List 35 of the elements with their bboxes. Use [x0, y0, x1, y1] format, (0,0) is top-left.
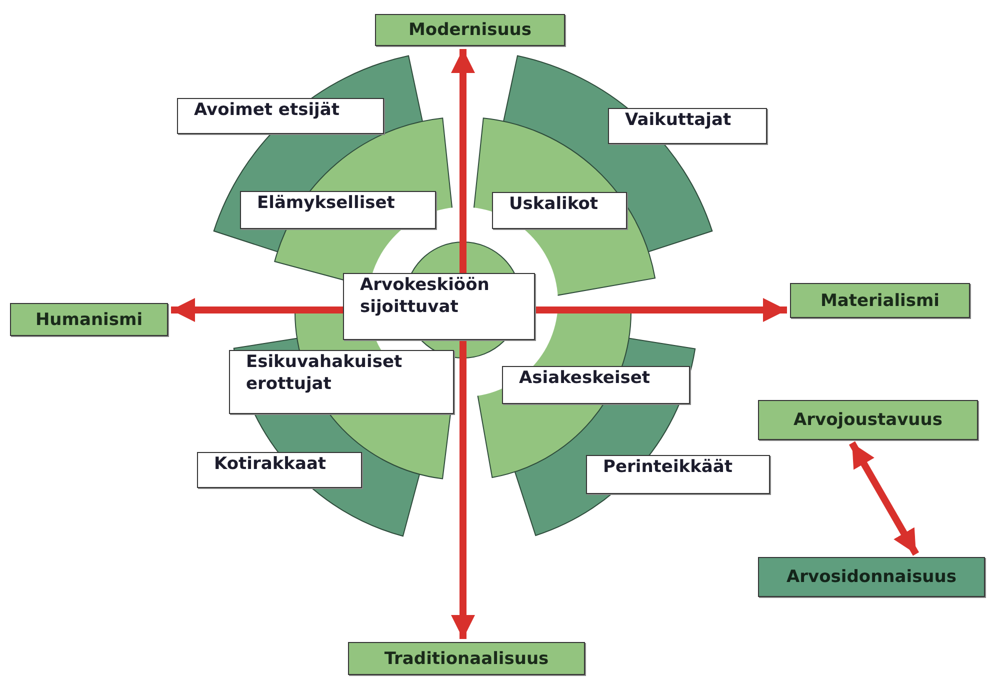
segment-label-box — [343, 273, 535, 340]
arrow — [535, 298, 787, 322]
arrow — [848, 441, 920, 556]
axis-label-box — [375, 14, 565, 46]
label-text: Humanismi — [35, 308, 143, 330]
label-text: Asiakeskeiset — [519, 367, 650, 389]
label-text: Vaikuttajat — [625, 109, 732, 131]
axis-label-box — [10, 303, 168, 336]
axis-label-box — [790, 283, 970, 318]
segment-label-box — [240, 191, 436, 229]
label-text: Arvosidonnaisuus — [786, 566, 957, 588]
segment-label-box — [502, 366, 690, 404]
label-text: Materialismi — [820, 290, 940, 312]
label-text: Traditionaalisuus — [384, 648, 549, 670]
label-text: Elämykselliset — [257, 192, 395, 214]
segment-label-box — [197, 452, 362, 488]
label-text: Perinteikkäät — [603, 456, 732, 478]
segment-label-box — [492, 192, 627, 229]
arrow — [171, 298, 343, 322]
arrow — [451, 340, 475, 639]
segment-label-box — [229, 350, 454, 414]
axis-label-box — [758, 400, 978, 440]
label-text: Kotirakkaat — [214, 453, 326, 475]
label-text: Esikuvahakuiset erottujat — [246, 351, 404, 395]
label-text: Arvojoustavuus — [793, 409, 943, 431]
label-text: Arvokeskiöön sijoittuvat — [360, 274, 490, 318]
axis-label-box — [348, 642, 585, 675]
segment-label-box — [608, 108, 767, 144]
segment-label-box — [586, 455, 770, 494]
arrow — [451, 49, 475, 273]
segment-label-box — [177, 98, 384, 134]
label-text: Avoimet etsijät — [194, 99, 340, 121]
label-text: Uskalikot — [509, 193, 598, 215]
axis-label-box — [758, 557, 985, 597]
label-text: Modernisuus — [408, 19, 532, 41]
